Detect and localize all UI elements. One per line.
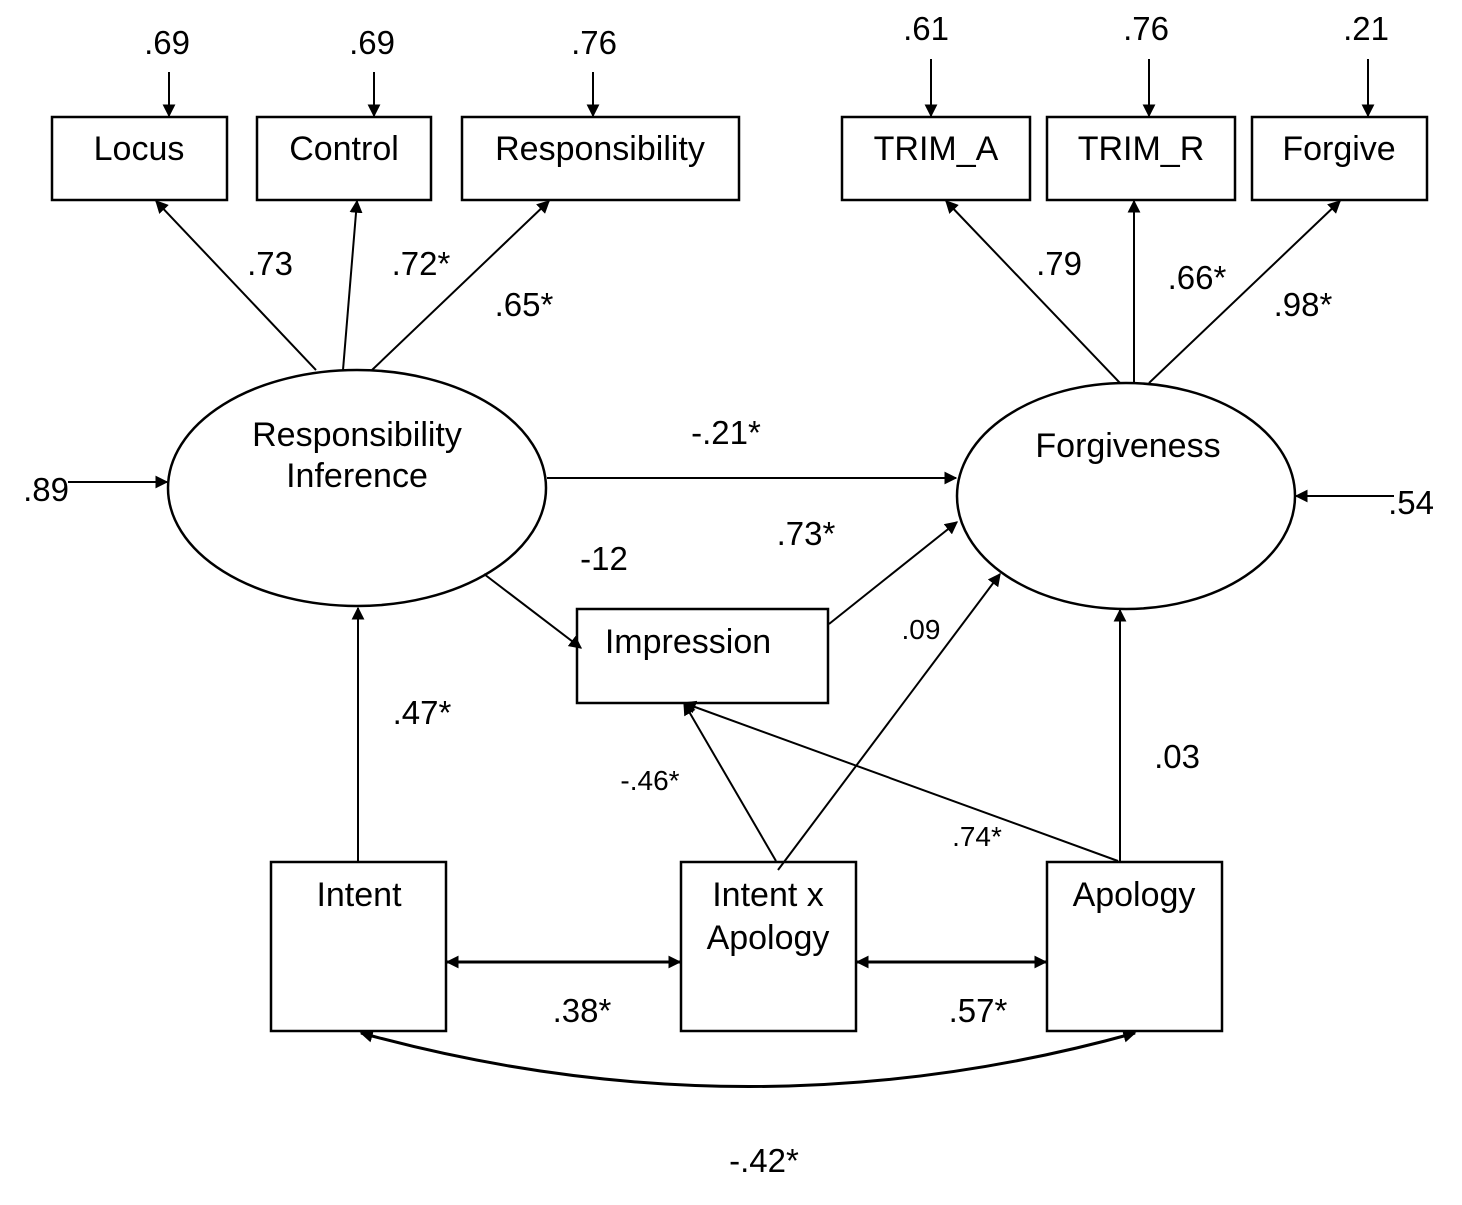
- indicator-responsibility-label: Responsibility: [495, 130, 705, 168]
- observed-intent-x-apology: Intent x Apology: [679, 860, 858, 1033]
- indicator-control: Control: [255, 115, 433, 202]
- path-arrow-apology-to-impression: [682, 700, 1119, 862]
- indicator-forgive-label: Forgive: [1282, 130, 1395, 168]
- covariance-value-intentxapology-apology: .57*: [949, 992, 1008, 1029]
- indicator-trim-a-label: TRIM_A: [874, 130, 999, 168]
- observed-apology: Apology: [1045, 860, 1224, 1033]
- path-value-intentxapology-to-impression: -.46*: [620, 765, 679, 796]
- observed-intent-label: Intent: [316, 876, 402, 914]
- path-value-intent-to-respinf: .47*: [393, 694, 452, 731]
- latent-responsibility-inference-label-line1: Responsibility: [252, 416, 462, 454]
- latent-forgiveness-label: Forgiveness: [1035, 427, 1220, 465]
- indicator-locus-label: Locus: [94, 130, 185, 168]
- path-value-intentxapology-to-forgiveness: .09: [902, 614, 941, 645]
- loading-value-trim-a: .79: [1036, 245, 1082, 282]
- covariance-value-intent-apology: -.42*: [729, 1142, 799, 1179]
- loading-value-trim-r: .66*: [1168, 259, 1227, 296]
- error-value-forgive: .21: [1343, 10, 1389, 47]
- observed-impression: Impression: [575, 607, 830, 705]
- error-value-trim-a: .61: [903, 10, 949, 47]
- indicator-responsibility: Responsibility: [460, 115, 741, 202]
- residual-value-forgiveness: .54: [1388, 484, 1434, 521]
- latent-forgiveness: Forgiveness: [955, 381, 1297, 611]
- loading-value-responsibility: .65*: [495, 286, 554, 323]
- observed-intent-x-apology-label-line2: Apology: [707, 919, 830, 957]
- error-value-locus: .69: [144, 24, 190, 61]
- loading-arrow-trim-a: [945, 200, 1121, 384]
- indicator-control-label: Control: [289, 130, 399, 168]
- indicator-locus: Locus: [50, 115, 229, 202]
- residual-value-responsibility-inference: .89: [23, 471, 69, 508]
- path-value-apology-to-impression: .74*: [952, 821, 1002, 852]
- loading-value-locus: .73: [247, 245, 293, 282]
- indicator-trim-r-label: TRIM_R: [1078, 130, 1205, 168]
- covariance-value-intent-intentxapology: .38*: [553, 992, 612, 1029]
- path-arrow-respinf-to-impression: [483, 573, 583, 649]
- error-value-responsibility: .76: [571, 24, 617, 61]
- path-value-respinf-to-impression: -12: [580, 540, 628, 577]
- observed-impression-label: Impression: [605, 623, 771, 661]
- loading-arrow-forgive: [1148, 200, 1341, 384]
- latent-responsibility-inference: Responsibility Inference: [166, 368, 548, 608]
- loading-arrow-control: [342, 199, 363, 371]
- path-arrow-intentxapology-to-forgiveness: [777, 572, 1001, 871]
- error-value-trim-r: .76: [1123, 10, 1169, 47]
- indicator-trim-a: TRIM_A: [840, 115, 1032, 202]
- observed-apology-label: Apology: [1073, 876, 1196, 914]
- loading-value-forgive: .98*: [1274, 286, 1333, 323]
- path-value-impression-to-forgiveness: .73*: [777, 515, 836, 552]
- error-value-control: .69: [349, 24, 395, 61]
- path-value-apology-to-forgiveness: .03: [1154, 738, 1200, 775]
- latent-responsibility-inference-label-line2: Inference: [286, 457, 428, 495]
- path-arrow-impression-to-forgiveness: [828, 521, 959, 625]
- indicator-trim-r: TRIM_R: [1045, 115, 1237, 202]
- loading-arrow-locus: [155, 200, 317, 371]
- observed-intent: Intent: [269, 860, 448, 1033]
- covariance-arrow-intent-apology: [359, 1029, 1137, 1088]
- indicator-forgive: Forgive: [1250, 115, 1429, 202]
- path-arrow-intentxapology-to-impression: [683, 701, 777, 862]
- loading-arrow-responsibility: [371, 200, 550, 371]
- observed-intent-x-apology-label-line1: Intent x: [712, 876, 824, 914]
- loading-value-control: .72*: [392, 245, 451, 282]
- path-value-respinf-to-forgiveness: -.21*: [691, 414, 761, 451]
